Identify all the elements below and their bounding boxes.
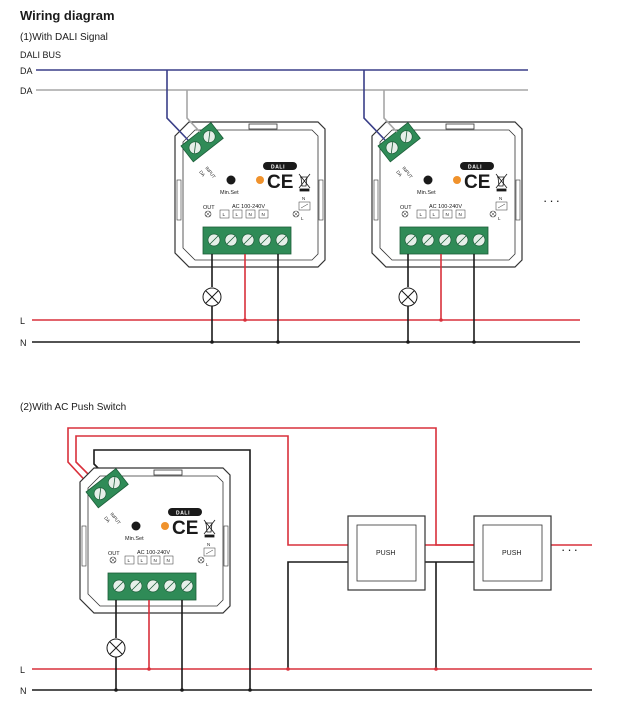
dali-logo: DALI [176, 511, 190, 517]
min-set-label: Min.Set [125, 536, 144, 542]
dali-logo: DALI [271, 165, 285, 171]
ac-label: AC 100-240V [137, 550, 170, 556]
ce-mark: CE [172, 518, 198, 539]
junction-dot [439, 318, 443, 322]
da-wire-dev2-blue [363, 70, 386, 141]
junction-dot [114, 688, 118, 692]
junction-dot [248, 688, 252, 692]
dali-input-da: DA [103, 516, 111, 524]
device-2: CE DALI Min.Set OUT AC 100-240V L L N N … [371, 121, 523, 268]
junction-dot [276, 340, 280, 344]
min-set-label: Min.Set [417, 190, 436, 196]
device-3: CE DALI Min.Set OUT AC 100-240V L L N N … [79, 467, 231, 614]
small-l-label: L [301, 216, 304, 221]
l-label-1: L [20, 316, 25, 326]
section1-heading: (1)With DALI Signal [20, 32, 108, 43]
terminal-n-1: N [249, 212, 252, 217]
junction-dot [180, 688, 184, 692]
push-label-2: PUSH [502, 550, 521, 557]
small-n-label: N [302, 196, 305, 201]
small-n-label: N [499, 196, 502, 201]
terminal-n-1: N [446, 212, 449, 217]
push-switch-1: PUSH [347, 515, 426, 591]
da-label-1: DA [20, 66, 33, 76]
diagram-title: Wiring diagram [20, 8, 115, 23]
dali-input-da: DA [198, 170, 206, 178]
push-switch-live-loop-inner [75, 435, 348, 546]
dali-bus-label: DALI BUS [20, 50, 61, 60]
terminal-l-1: L [128, 558, 131, 563]
continuation-dots-2: ··· [561, 542, 580, 557]
push-switch-2: PUSH [473, 515, 552, 591]
da-wire-dev1-blue [166, 70, 189, 141]
terminal-n-2: N [262, 212, 265, 217]
min-set-label: Min.Set [220, 190, 239, 196]
ce-mark: CE [464, 172, 490, 193]
out-label: OUT [108, 551, 120, 557]
da-wire-dev2-gray [383, 90, 398, 133]
terminal-l-2: L [236, 212, 239, 217]
push-label-1: PUSH [376, 550, 395, 557]
out-label: OUT [400, 205, 412, 211]
lamp-icon [106, 638, 126, 658]
device-1: CE DALI Min.Set OUT AC 100-240V L L N N … [174, 121, 326, 268]
terminal-n-1: N [154, 558, 157, 563]
da-wire-dev1-gray [186, 90, 201, 133]
junction-dot [406, 340, 410, 344]
out-label: OUT [203, 205, 215, 211]
ac-label: AC 100-240V [232, 204, 265, 210]
lamp-icon [398, 287, 418, 307]
junction-dot [243, 318, 247, 322]
small-l-label: L [206, 562, 209, 567]
small-l-label: L [498, 216, 501, 221]
junction-dot [472, 340, 476, 344]
push-switch-return-1 [287, 561, 348, 669]
junction-dot [147, 667, 151, 671]
small-n-label: N [207, 542, 210, 547]
section2-heading: (2)With AC Push Switch [20, 402, 126, 413]
l-label-2: L [20, 665, 25, 675]
lamp-icon [202, 287, 222, 307]
dali-input-da: DA [395, 170, 403, 178]
dali-logo: DALI [468, 165, 482, 171]
junction-dot [434, 667, 438, 671]
ce-mark: CE [267, 172, 293, 193]
continuation-dots-1: ··· [543, 193, 562, 208]
terminal-n-2: N [459, 212, 462, 217]
junction-dot [210, 340, 214, 344]
terminal-l-2: L [433, 212, 436, 217]
terminal-l-2: L [141, 558, 144, 563]
terminal-l-1: L [420, 212, 423, 217]
terminal-n-2: N [167, 558, 170, 563]
junction-dot [286, 667, 290, 671]
ac-label: AC 100-240V [429, 204, 462, 210]
n-label-1: N [20, 338, 27, 348]
n-label-2: N [20, 686, 27, 696]
da-label-2: DA [20, 86, 33, 96]
terminal-l-1: L [223, 212, 226, 217]
